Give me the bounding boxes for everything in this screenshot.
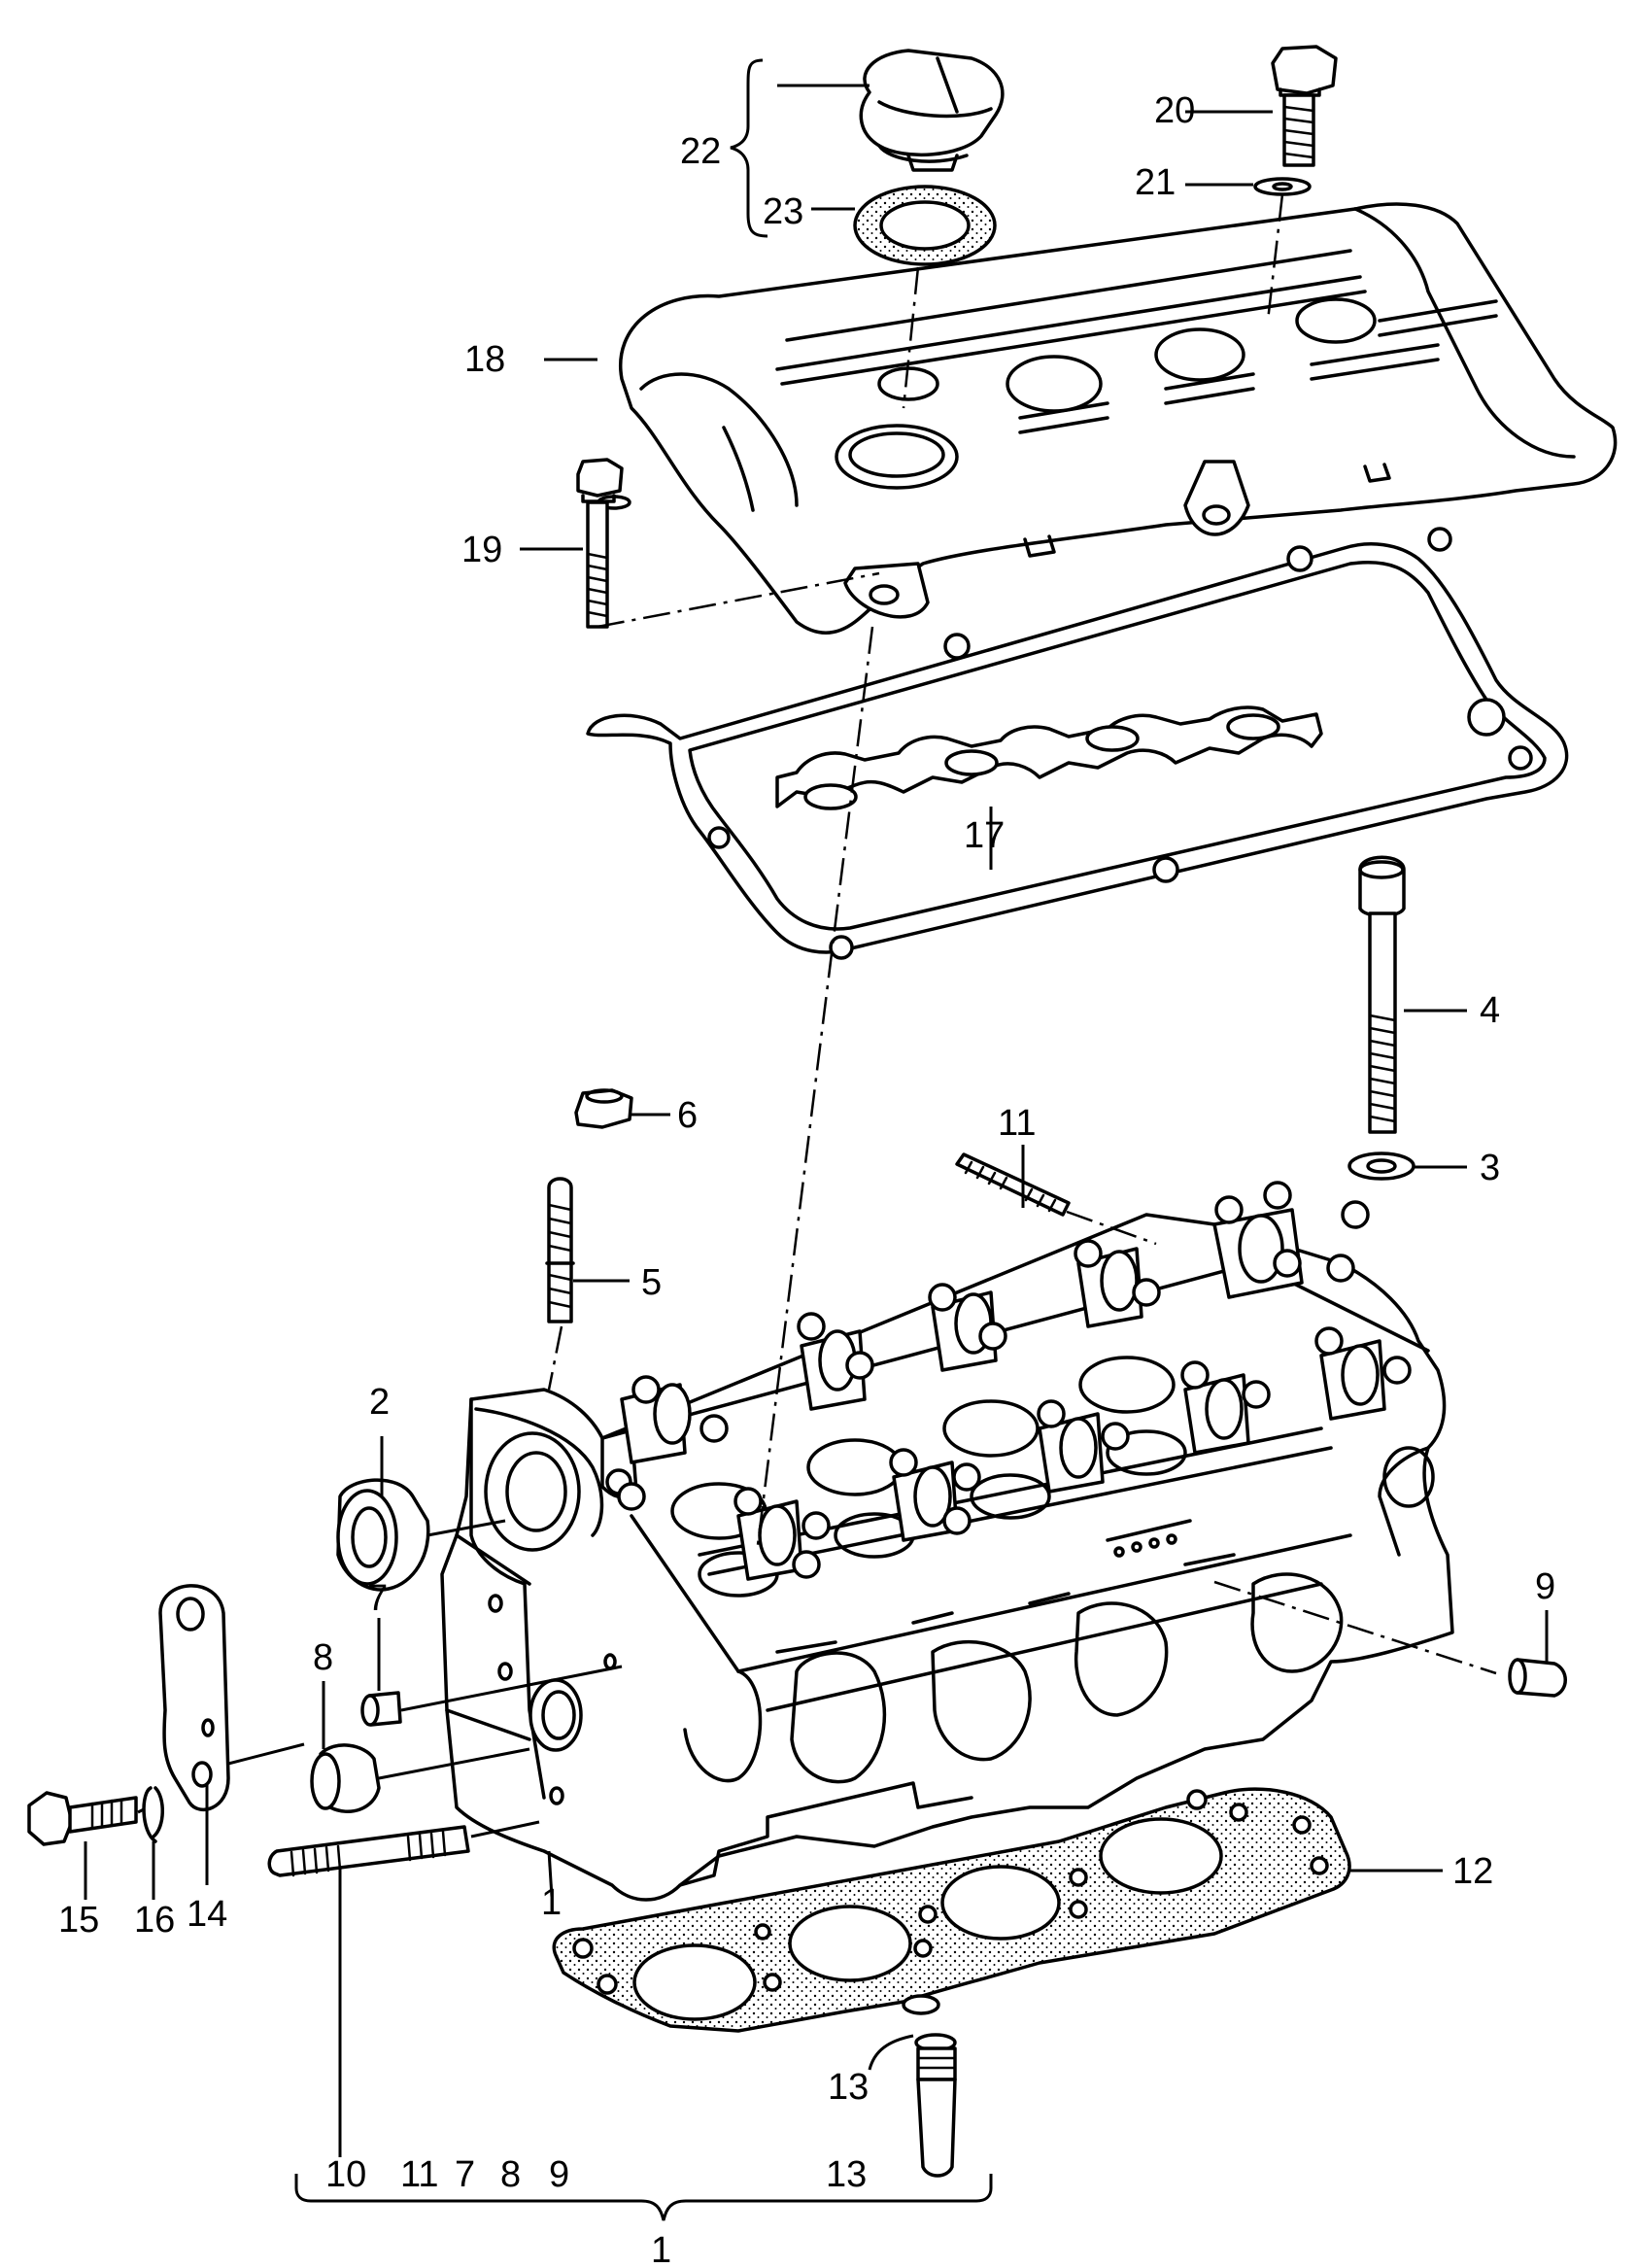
group-callout-8: 8 (500, 2154, 521, 2195)
lifting-eye (158, 1584, 230, 1812)
head-gasket (552, 1787, 1351, 2033)
group-callout-1: 1 (651, 2230, 671, 2268)
cover-washer (1253, 177, 1312, 196)
callout-11: 11 (998, 1103, 1036, 1144)
head-plug-rear (1508, 1658, 1567, 1698)
callout-8: 8 (313, 1637, 333, 1678)
callout-13: 13 (828, 2067, 869, 2108)
camshaft-nut (574, 1088, 633, 1129)
group-callout-11: 11 (400, 2154, 438, 2195)
group-callout-9: 9 (549, 2154, 569, 2195)
callout-4: 4 (1480, 990, 1500, 1031)
valve-cover-gasket (586, 527, 1569, 960)
sealing-cap (310, 1743, 381, 1813)
group-callout-10: 10 (325, 2154, 366, 2195)
callout-22: 22 (680, 131, 721, 172)
camshaft-seal (336, 1478, 430, 1592)
group-callout-13: 13 (826, 2154, 867, 2195)
group-callout-7: 7 (455, 2154, 475, 2195)
callout-9: 9 (1535, 1566, 1555, 1607)
callout-1: 1 (541, 1882, 562, 1923)
callout-3: 3 (1480, 1148, 1500, 1188)
callout-12: 12 (1452, 1851, 1493, 1892)
callout-14: 14 (187, 1894, 227, 1935)
callout-17: 17 (964, 815, 1005, 856)
callout-5: 5 (641, 1262, 662, 1303)
alignment-lines (547, 193, 1497, 1675)
bearing-cap-nuts (617, 1181, 1412, 1579)
cover-bolt (1271, 45, 1338, 167)
cylinder-head (440, 1181, 1454, 1902)
oil-filler-seal (853, 185, 997, 266)
valve-guide (914, 2033, 957, 2178)
callout-19: 19 (461, 530, 502, 570)
valve-cover (619, 202, 1618, 635)
lifting-eye-washer (142, 1786, 164, 1843)
callout-7: 7 (367, 1578, 388, 1619)
callout-18: 18 (464, 339, 505, 380)
leader-lines (84, 58, 1549, 2221)
lifting-eye-bolt (27, 1791, 138, 1846)
head-plug-front (360, 1691, 402, 1727)
oil-filler-cap (859, 49, 1005, 172)
head-bolt-washer (1347, 1151, 1415, 1181)
callout-labels: 22 23 20 21 18 19 17 4 3 11 6 5 2 7 8 9 … (58, 90, 1555, 2268)
callout-15: 15 (58, 1900, 99, 1941)
callout-6: 6 (677, 1095, 698, 1136)
callout-23: 23 (763, 191, 803, 232)
bearing-caps (620, 1208, 1386, 1581)
callout-21: 21 (1135, 162, 1176, 203)
exhaust-stud (955, 1152, 1071, 1217)
camshaft-stud (545, 1177, 575, 1323)
callout-2: 2 (369, 1382, 390, 1423)
callout-16: 16 (134, 1900, 175, 1941)
long-stud (267, 1825, 470, 1877)
cover-mount-bolt (576, 458, 631, 629)
callout-20: 20 (1154, 90, 1195, 131)
head-bolt (1358, 855, 1406, 1134)
